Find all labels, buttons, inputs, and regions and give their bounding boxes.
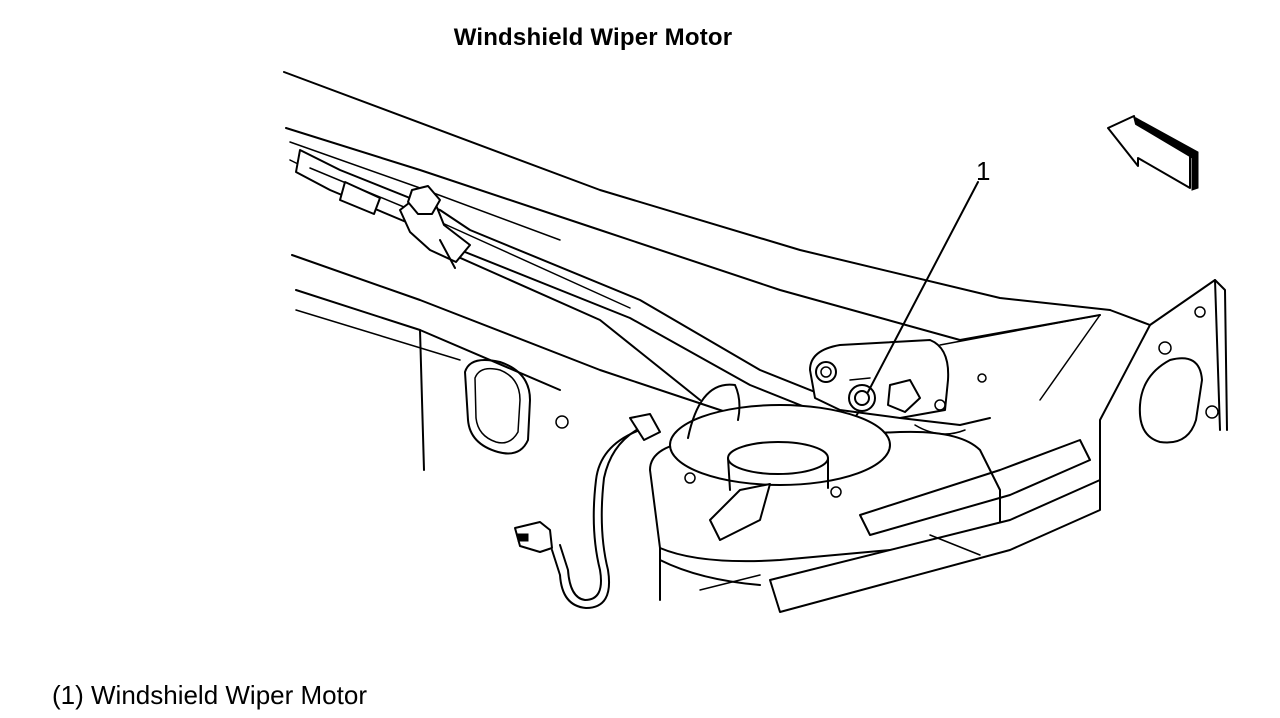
diagram-legend: (1) Windshield Wiper Motor: [52, 680, 367, 710]
front-arrow-icon: [1107, 115, 1199, 191]
callout-1: 1: [867, 156, 990, 393]
lower-crossmember: [699, 439, 1101, 613]
body-access-hole-left: [464, 359, 531, 455]
wiper-motor: [809, 339, 991, 435]
mounting-hole: [977, 373, 987, 383]
diagram-title: Windshield Wiper Motor: [453, 24, 733, 51]
callout-leader-line: [867, 181, 979, 393]
electrical-connector: [514, 521, 553, 553]
wiring-harness: [551, 383, 741, 609]
callout-number: 1: [976, 156, 990, 186]
blower-housing: [649, 404, 1001, 601]
body-access-hole-right: [1138, 306, 1219, 444]
mounting-hole: [555, 415, 569, 429]
